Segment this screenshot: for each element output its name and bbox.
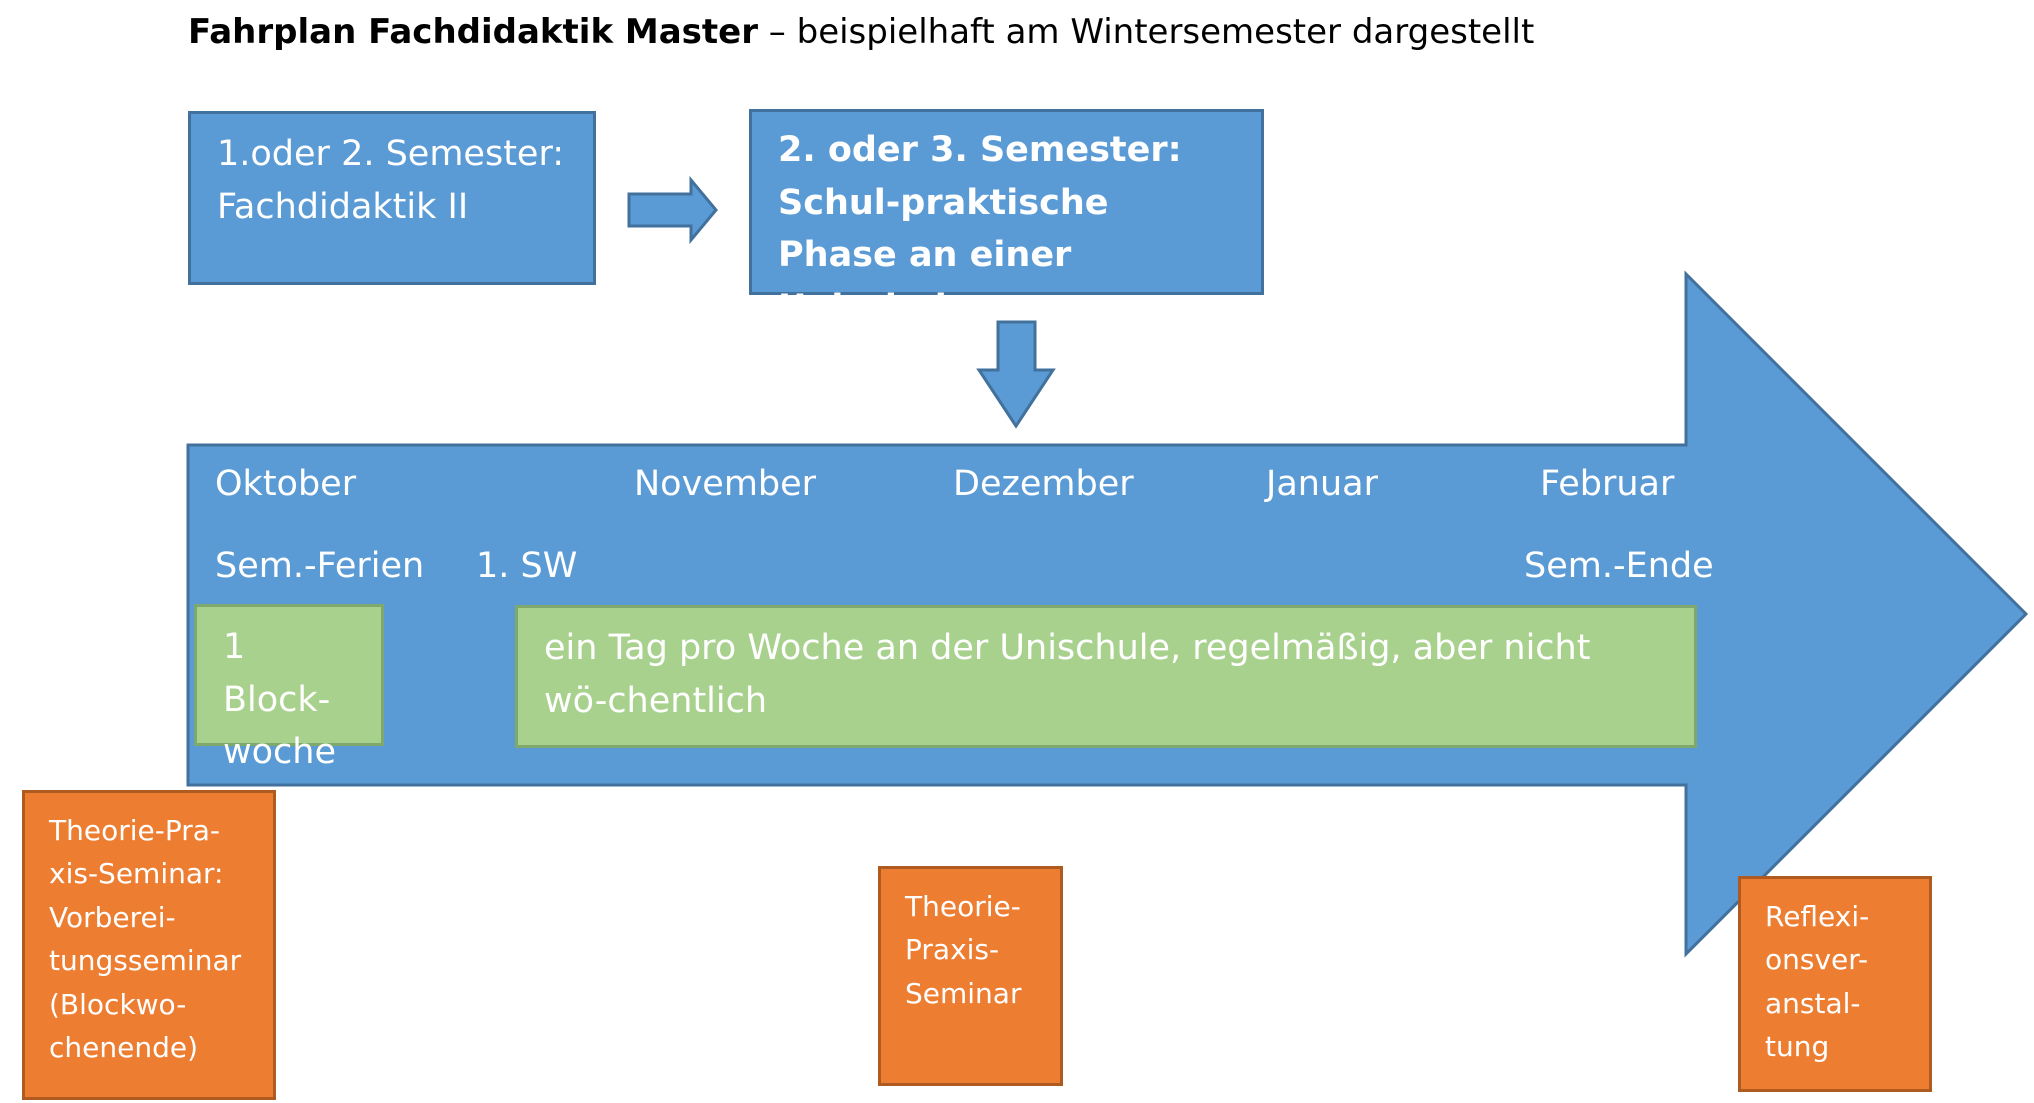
marker-sem-ende: Sem.-Ende xyxy=(1524,546,1714,586)
semester-box-schulpraxis-text: 2. oder 3. Semester: Schul-praktische Ph… xyxy=(778,130,1182,328)
reflection-text: Reflexi-onsver-anstal-tung xyxy=(1765,900,1870,1064)
reflection-box: Reflexi-onsver-anstal-tung xyxy=(1738,876,1932,1092)
title-bold: Fahrplan Fachdidaktik Master xyxy=(188,12,758,52)
month-februar: Februar xyxy=(1540,464,1675,504)
semester-box-fachdidaktik-text: 1.oder 2. Semester: Fachdidaktik II xyxy=(217,134,565,227)
prep-seminar-text: Theorie-Pra-xis-Seminar: Vorberei-tungss… xyxy=(49,814,242,1064)
weekly-visit-box: ein Tag pro Woche an der Unischule, rege… xyxy=(515,605,1697,748)
theory-practice-seminar-text: Theorie-Praxis-Seminar xyxy=(905,890,1022,1010)
blockwoche-box: 1 Block-woche xyxy=(194,604,384,772)
weekly-visit-text: ein Tag pro Woche an der Unischule, rege… xyxy=(544,628,1591,721)
down-arrow-icon xyxy=(976,320,1056,429)
semester-box-schulpraxis: 2. oder 3. Semester: Schul-praktische Ph… xyxy=(749,109,1264,328)
page-title: Fahrplan Fachdidaktik Master – beispielh… xyxy=(188,12,1534,52)
prep-seminar-box: Theorie-Pra-xis-Seminar: Vorberei-tungss… xyxy=(22,790,276,1100)
marker-first-week: 1. SW xyxy=(476,546,578,586)
semester-box-fachdidaktik: 1.oder 2. Semester: Fachdidaktik II xyxy=(188,111,596,285)
title-rest: – beispielhaft am Wintersemester dargest… xyxy=(758,12,1535,52)
blockwoche-text: 1 Block-woche xyxy=(223,627,336,772)
month-dezember: Dezember xyxy=(953,464,1134,504)
month-november: November xyxy=(634,464,817,504)
theory-practice-seminar-box: Theorie-Praxis-Seminar xyxy=(878,866,1063,1086)
month-oktober: Oktober xyxy=(215,464,357,504)
month-januar: Januar xyxy=(1266,464,1378,504)
right-arrow-icon xyxy=(627,175,718,245)
marker-sem-ferien: Sem.-Ferien xyxy=(215,546,425,586)
